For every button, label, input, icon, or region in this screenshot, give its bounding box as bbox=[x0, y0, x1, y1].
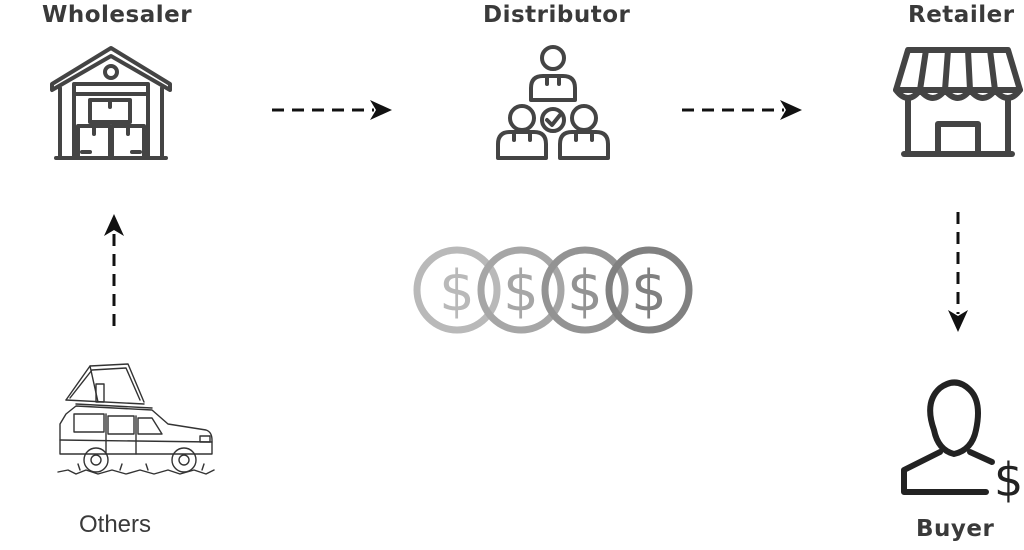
team-check-icon bbox=[496, 45, 610, 160]
coin-ring bbox=[477, 246, 565, 334]
coin-dollar-sign: $ bbox=[503, 259, 539, 324]
coin-ring bbox=[413, 246, 501, 334]
dollar-coin-icon: $ bbox=[541, 246, 629, 334]
retailer-label: Retailer bbox=[908, 2, 1015, 28]
buyer-label: Buyer bbox=[916, 516, 995, 542]
dollar-coins-group: $ $ $ $ bbox=[413, 246, 693, 334]
warehouse-icon bbox=[50, 46, 172, 160]
storefront-icon bbox=[893, 47, 1023, 157]
dollar-coin-icon: $ bbox=[605, 246, 693, 334]
coin-dollar-sign: $ bbox=[631, 259, 667, 324]
dollar-coin-icon: $ bbox=[477, 246, 565, 334]
coin-ring bbox=[605, 246, 693, 334]
buyer-dollar-icon: $ bbox=[901, 379, 1023, 507]
dollar-coin-icon: $ bbox=[413, 246, 501, 334]
suv-rooftop-tent-icon bbox=[57, 363, 215, 475]
arrow-wholesaler-to-distributor bbox=[272, 100, 392, 120]
arrow-others-to-wholesaler bbox=[104, 214, 124, 334]
arrow-retailer-to-buyer bbox=[948, 212, 968, 332]
coin-ring bbox=[541, 246, 629, 334]
others-label: Others bbox=[79, 511, 152, 538]
coin-dollar-sign: $ bbox=[567, 259, 603, 324]
arrow-distributor-to-retailer bbox=[682, 100, 802, 120]
distributor-label: Distributor bbox=[483, 2, 631, 28]
wholesaler-label: Wholesaler bbox=[42, 2, 193, 28]
buyer-dollar-sign: $ bbox=[994, 453, 1023, 507]
coin-dollar-sign: $ bbox=[439, 259, 475, 324]
